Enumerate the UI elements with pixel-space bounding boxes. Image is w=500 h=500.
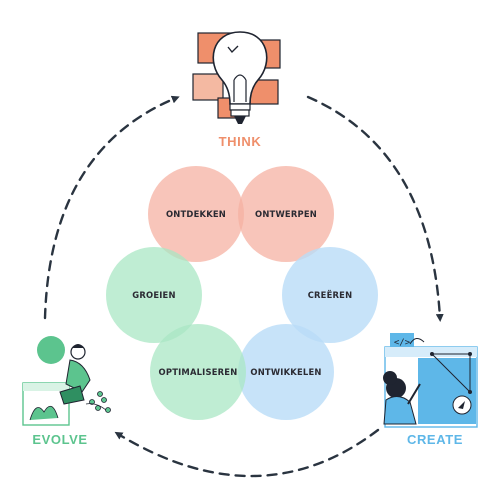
circle-label-ontwikkelen: ONTWIKKELEN [250, 367, 321, 377]
circle-label-optimaliseren: OPTIMALISEREN [159, 367, 238, 377]
svg-text:</>: </> [394, 338, 411, 348]
phase-label-evolve: EVOLVE [32, 432, 87, 447]
circle-label-ontdekken: ONTDEKKEN [166, 209, 226, 219]
arrow-evolve-to-think [43, 95, 180, 320]
circle-label-creeren: CREËREN [308, 290, 353, 300]
arrow-create-to-evolve [114, 428, 380, 478]
circle-label-groeien: GROEIEN [132, 290, 175, 300]
circle-optimaliseren [150, 324, 246, 420]
arrow-think-to-create [306, 95, 444, 322]
circle-group [106, 166, 378, 420]
lightbulb-icon [192, 31, 281, 124]
phase-label-think: THINK [219, 134, 262, 149]
circle-groeien [106, 247, 202, 343]
phase-label-create: CREATE [407, 432, 463, 447]
circle-ontwerpen [238, 166, 334, 262]
person-with-plants-icon [22, 336, 111, 426]
circle-label-ontwerpen: ONTWERPEN [255, 209, 317, 219]
circle-ontdekken [148, 166, 244, 262]
circle-creeren [282, 247, 378, 343]
designer-at-screen-icon: </> [383, 333, 478, 428]
circle-ontwikkelen [238, 324, 334, 420]
